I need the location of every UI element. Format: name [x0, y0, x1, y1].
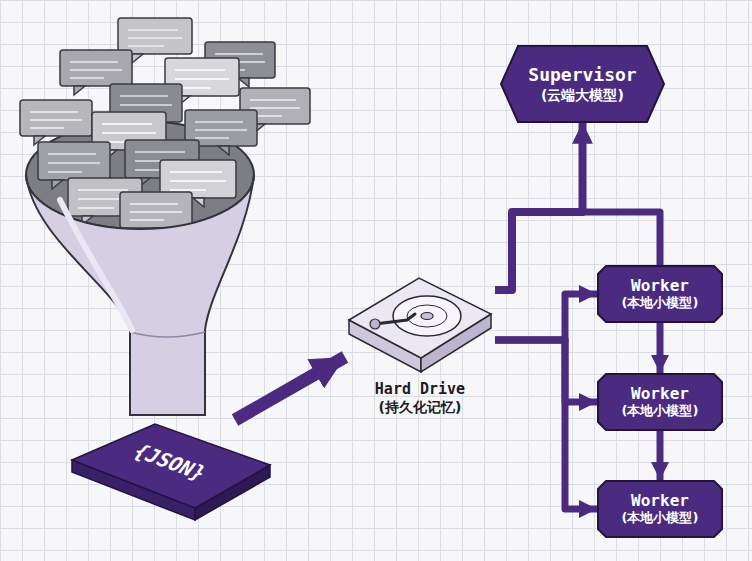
octagon-box [598, 374, 722, 430]
funnel-neck-line [130, 332, 205, 337]
octagon-box [598, 266, 722, 322]
data-slab: {JSON} [70, 420, 280, 525]
flow-arrow [657, 323, 664, 373]
flow-arrow [495, 340, 597, 509]
text-stack: Worker(本地小模型) [597, 373, 723, 431]
agent-box: Worker(本地小模型) [597, 480, 723, 538]
node-subtitle: (云端大模型) [541, 86, 624, 104]
node-subtitle: (本地小模型) [622, 510, 699, 527]
funnel-cone [26, 175, 254, 415]
node-title: Hard Drive [375, 380, 465, 398]
text-stack: Worker(本地小模型) [597, 480, 723, 538]
node-subtitle: (本地小模型) [622, 403, 699, 420]
drive-top [349, 278, 491, 358]
text-stack: Supervisor(云端大模型) [500, 45, 665, 123]
drive-platter [393, 296, 461, 336]
node-title: Worker [631, 276, 689, 295]
node-title: Supervisor [528, 64, 636, 86]
agent-box: Supervisor(云端大模型) [500, 45, 665, 123]
flow-arrow [657, 431, 664, 480]
node-title: Worker [631, 491, 689, 510]
node-subtitle: (持久化记忆) [379, 398, 462, 416]
agent-box: Worker(本地小模型) [597, 373, 723, 431]
storage-node: Hard Drive(持久化记忆) [345, 262, 495, 374]
node-title: Worker [631, 384, 689, 403]
slab-top [72, 424, 270, 508]
agent-box: Worker(本地小模型) [597, 265, 723, 323]
flow-arrow [495, 340, 597, 402]
flow-arrow [495, 123, 583, 290]
node-subtitle: (本地小模型) [622, 295, 699, 312]
flow-arrow [495, 294, 597, 340]
flow-arrow [583, 123, 661, 265]
hdd-outline [345, 262, 495, 374]
text-stack: Hard Drive(持久化记忆) [335, 380, 505, 416]
funnel-highlight [60, 200, 132, 330]
text-stack: Worker(本地小模型) [597, 265, 723, 323]
hexagon-box [501, 46, 664, 122]
drive-arm [375, 314, 415, 324]
octagon-box [598, 481, 722, 537]
flow-arrow [235, 357, 345, 420]
drive-spindle [421, 313, 433, 320]
drive-pivot [370, 319, 380, 329]
